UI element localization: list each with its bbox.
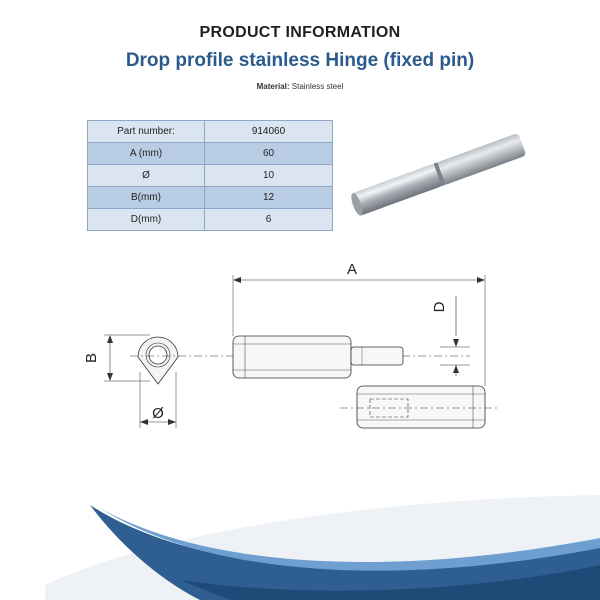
material-line: Material: Stainless steel [0,82,600,91]
row-value: 10 [204,164,333,187]
dimension-d-label: D [431,301,448,312]
spec-table: Part number: 914060 A (mm) 60 Ø 10 B(mm)… [87,120,333,231]
row-label: Ø [87,164,205,187]
technical-drawing [104,275,498,429]
table-row: B(mm) 12 [87,186,333,209]
row-label: Part number: [87,120,205,143]
table-row: Ø 10 [87,164,333,187]
decorative-swoosh [45,495,600,600]
dimension-diameter-label: Ø [152,405,164,422]
row-value: 12 [204,186,333,209]
material-value: Stainless steel [291,82,344,91]
lower-hinge-part [340,385,498,429]
dimension-b-label: B [83,353,100,363]
product-title: Drop profile stainless Hinge (fixed pin) [125,50,475,71]
table-row: D(mm) 6 [87,208,333,231]
row-label: D(mm) [87,208,205,231]
upper-hinge-part [232,335,404,379]
dimension-a-label: A [347,261,357,278]
drop-profile-view [137,336,179,385]
page-heading: PRODUCT INFORMATION [199,24,401,41]
table-row: Part number: 914060 [87,120,333,143]
material-label: Material: [256,82,290,91]
hinge-photo [351,133,526,216]
row-value: 6 [204,208,333,231]
row-value: 914060 [204,120,333,143]
